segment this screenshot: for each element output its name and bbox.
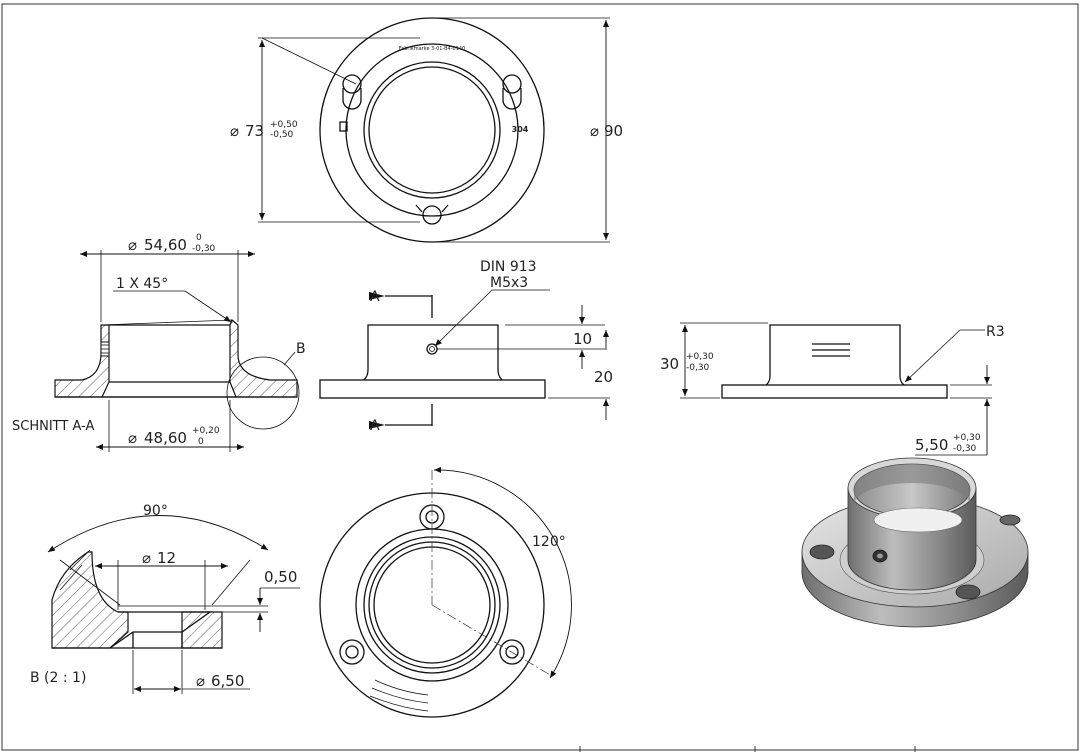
chamfer-label: 1 X 45°	[116, 276, 168, 292]
top-bore-outer	[363, 61, 501, 199]
dia-73-tol-up: +0,50	[270, 120, 298, 130]
dia-12-value: 12	[157, 549, 176, 567]
mount-hole	[342, 74, 362, 94]
dia-90-symbol: ⌀	[590, 122, 599, 140]
screw-std: DIN 913	[480, 259, 537, 275]
engrave-logo	[339, 121, 348, 132]
front-view: A A DIN 913 M5x3 10 20	[319, 259, 613, 434]
side-view: 30 +0,30 -0,30 R3 5,50 +0,30 -0,30	[660, 322, 1005, 456]
mount-hole	[502, 74, 522, 94]
dia-5460-symbol: ⌀	[128, 236, 137, 254]
dia-4860-tol-up: +0,20	[192, 426, 220, 436]
dim-550-tol-up: +0,30	[953, 433, 981, 443]
section-label-a-top: A	[370, 289, 380, 305]
dim-550: 5,50	[915, 436, 948, 454]
dia-5460-value: 54,60	[144, 236, 187, 254]
dia-73-tol-low: -0,50	[270, 130, 294, 140]
top-bore-inner	[368, 66, 496, 194]
top-view: Fabrikmarke 3-01-B4-0140 304 ⌀ 73 +0,50 …	[230, 17, 623, 243]
dim-20: 20	[594, 368, 613, 386]
dia-73-value: 73	[245, 122, 264, 140]
dia-73-symbol: ⌀	[230, 122, 239, 140]
dia-4860-value: 48,60	[144, 429, 187, 447]
dia-5460-tol-up: 0	[196, 233, 202, 243]
dim-10: 10	[573, 330, 592, 348]
dim-30: 30	[660, 355, 679, 373]
dia-4860-tol-low: 0	[198, 437, 204, 447]
dia-650-value: 6,50	[211, 672, 244, 690]
section-title: SCHNITT A-A	[12, 419, 94, 434]
section-label-a-bottom: A	[370, 418, 380, 434]
dia-90-value: 90	[604, 122, 623, 140]
detail-ref-b: B	[296, 341, 306, 357]
radius-r3: R3	[986, 324, 1005, 340]
detail-b-circle	[226, 356, 300, 430]
mount-hole	[422, 205, 442, 225]
dia-5460-tol-low: -0,30	[192, 244, 216, 254]
section-view: B ⌀ 54,60 0 -0,30 1 X 45° ⌀ 48,60 +0,20 …	[12, 233, 306, 452]
dim-30-tol-up: +0,30	[686, 352, 714, 362]
depth-050: 0,50	[264, 568, 297, 586]
iso-view	[801, 457, 1029, 628]
dim-550-tol-low: -0,30	[953, 444, 977, 454]
sheet-border	[1, 3, 1079, 751]
dim-30-tol-low: -0,30	[686, 363, 710, 373]
dia-4860-symbol: ⌀	[128, 429, 137, 447]
bolt-hole	[339, 639, 365, 665]
screw-size: M5x3	[490, 275, 528, 291]
dia-12-symbol: ⌀	[142, 549, 151, 567]
dia-650-symbol: ⌀	[196, 672, 205, 690]
bottom-view: 120°	[319, 466, 572, 718]
top-collar-circle	[345, 43, 519, 217]
engrave-mark: 304	[512, 125, 529, 134]
detail-b-label: B (2 : 1)	[30, 670, 86, 686]
detail-b-view: 90° ⌀ 12 0,50 ⌀ 6,50 B (2 : 1)	[30, 503, 300, 694]
angle-120: 120°	[532, 534, 566, 550]
angle-90: 90°	[143, 503, 168, 519]
engrave-text: Fabrikmarke 3-01-B4-0140	[399, 46, 465, 52]
